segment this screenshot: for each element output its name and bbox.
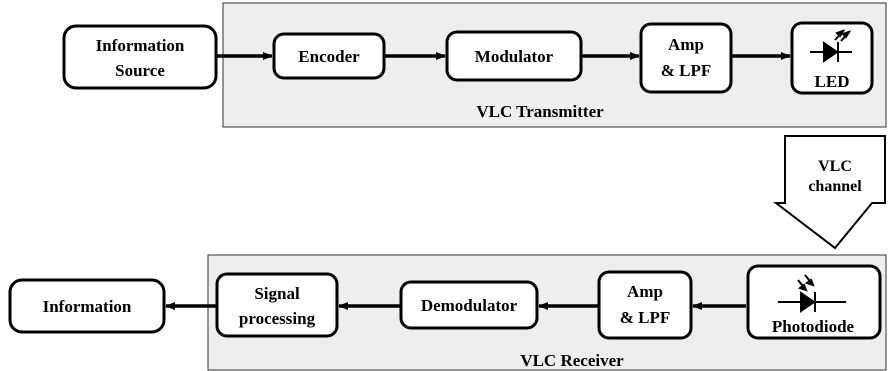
led-label: LED <box>815 72 850 91</box>
receiver-label: VLC Receiver <box>520 351 624 370</box>
transmitter-label: VLC Transmitter <box>476 102 604 121</box>
tx-amp-label-line2: & LPF <box>661 61 712 80</box>
encoder-label: Encoder <box>298 47 360 66</box>
rx-amp-lpf-block <box>597 270 693 340</box>
vlc-channel-label-line1: VLC <box>818 158 852 175</box>
information-source-label-line2: Source <box>115 61 165 80</box>
demodulator-label: Demodulator <box>421 296 518 315</box>
information-source-block <box>62 24 218 90</box>
rx-amp-label-line2: & LPF <box>620 308 671 327</box>
tx-amp-lpf-block <box>639 22 733 94</box>
information-label: Information <box>43 297 132 316</box>
signal-processing-label-line1: Signal <box>254 284 300 303</box>
led-block <box>790 21 874 95</box>
led-icon <box>810 29 852 63</box>
vlc-channel-arrow <box>773 135 886 250</box>
information-block <box>8 278 166 334</box>
photodiode-icon <box>778 274 846 313</box>
information-source-label-line1: Information <box>96 36 185 55</box>
tx-amp-label-line1: Amp <box>668 35 704 54</box>
rx-amp-label-line1: Amp <box>627 282 663 301</box>
modulator-label: Modulator <box>475 47 554 66</box>
vlc-channel-label-line2: channel <box>808 178 862 195</box>
signal-processing-label-line2: processing <box>239 309 316 328</box>
signal-processing-block <box>215 272 339 338</box>
encoder-block <box>272 32 386 80</box>
demodulator-block <box>399 280 539 330</box>
modulator-block <box>445 30 583 82</box>
photodiode-label: Photodiode <box>772 317 855 336</box>
